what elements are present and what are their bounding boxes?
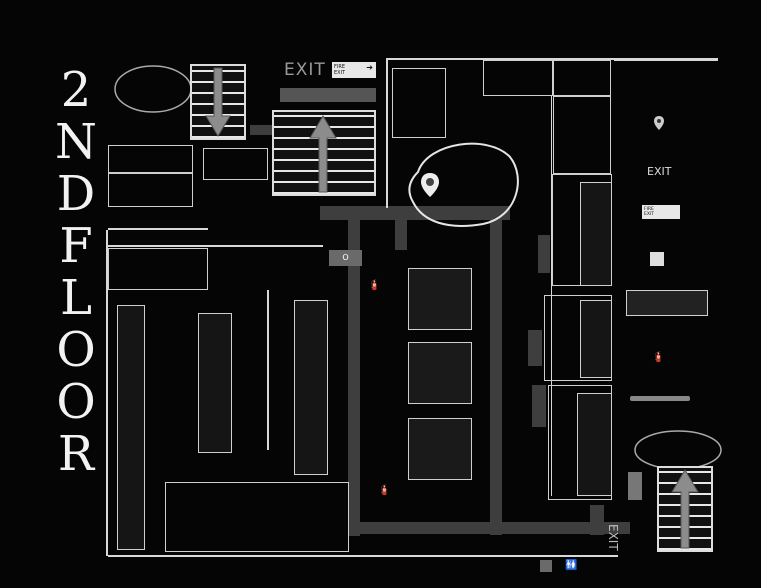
walkway-side-2 [528,330,542,366]
stairs-up-icon-bottom [671,469,699,549]
room-top-right-a [483,60,553,96]
room-small-a [203,148,268,180]
room-bottom-center [165,482,349,552]
booth-2 [408,342,472,404]
walkway-left-vertical [348,218,360,536]
room-top-right-b [553,60,611,96]
wall-left-mid [108,245,323,247]
fire-extinguisher-icon: 🧯 [378,485,391,496]
wall-right-vertical [551,96,552,496]
stairs-down-arrow-icon [205,67,231,137]
walkway-bottom-right [590,505,604,535]
rack-left-long [117,305,145,550]
legend-booth-box [626,290,708,316]
legend-fire-exit-sign: FIRE EXIT [642,205,680,219]
sign-small [628,472,642,500]
walkway-main-top [250,125,280,135]
room-upper-left [108,145,193,173]
legend-fire-extinguisher-icon: 🧯 [652,352,665,363]
location-marker: O [329,250,362,266]
arrow-right-icon: ➔ [366,63,373,72]
rack-center-a [198,313,232,453]
walkway-side-1 [538,235,550,273]
wall-left [106,230,108,556]
wall-top [388,58,718,60]
walkway-bottom [350,522,630,534]
wall-left-upper [108,228,208,230]
rack-right-1 [580,182,612,286]
room-left-mid [108,248,208,290]
you-are-here-area [408,142,519,227]
map-pin-icon [421,173,439,197]
exit-sign-top: EXIT [284,60,326,80]
booth-1 [408,268,472,330]
walkway-exit-bar [280,88,376,102]
exit-sign-bottom-rotated: EXIT [606,524,620,551]
room-top-right-small [392,68,446,138]
walkway-top-right [395,208,407,250]
legend-walkway-swatch [630,396,690,401]
fire-exit-sign-top: FIRE EXIT ➔ [332,62,376,78]
legend-exit-symbol: EXIT [647,165,672,178]
legend-restroom-icon [650,252,664,266]
rack-center-b [294,300,328,475]
fire-extinguisher-icon: 🧯 [368,280,381,291]
walkway-top [320,206,510,220]
rack-right-2 [580,300,612,378]
wall-bottom [108,555,618,557]
stairs-icon-small [540,560,552,572]
wall-mid-divider [267,290,269,450]
legend-map-pin-icon [654,116,664,130]
rack-right-3 [577,393,612,496]
walkway-side-3 [532,385,546,427]
legend-top-line [614,60,718,61]
floor-title: 2ND FLOOR [55,62,97,482]
room-upper-left-2 [108,173,193,207]
lounge-area [114,65,192,113]
room-top-right-column [553,96,611,174]
stairs-up-icon [309,115,337,193]
wall-top-left-post [386,58,388,208]
walkway-right-vertical [490,210,502,535]
restroom-icon: 🚻 [565,560,578,571]
booth-3 [408,418,472,480]
